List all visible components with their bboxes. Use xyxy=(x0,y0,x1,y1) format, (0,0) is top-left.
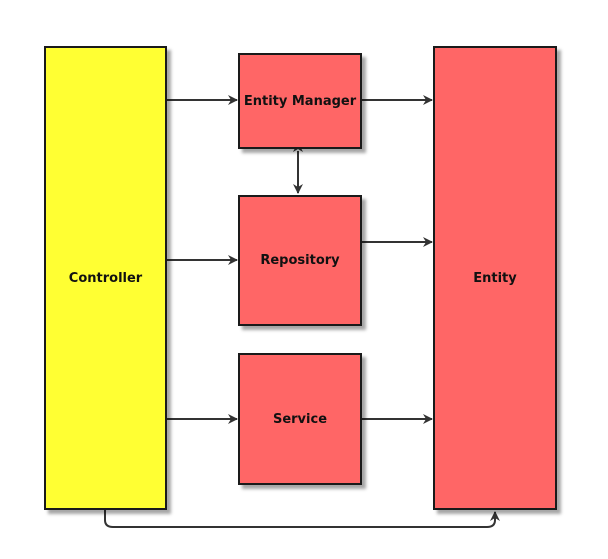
repository-node[interactable]: Repository xyxy=(238,195,362,326)
controller-label: Controller xyxy=(68,270,143,286)
entity-node[interactable]: Entity xyxy=(433,46,557,510)
service-node[interactable]: Service xyxy=(238,353,362,485)
entity-manager-label: Entity Manager xyxy=(243,93,357,109)
entity-manager-node[interactable]: Entity Manager xyxy=(238,53,362,149)
controller-node[interactable]: Controller xyxy=(44,46,167,510)
entity-label: Entity xyxy=(473,270,517,286)
edge-controller-to-entity xyxy=(104,510,500,528)
repository-label: Repository xyxy=(260,253,340,268)
service-label: Service xyxy=(272,411,328,427)
